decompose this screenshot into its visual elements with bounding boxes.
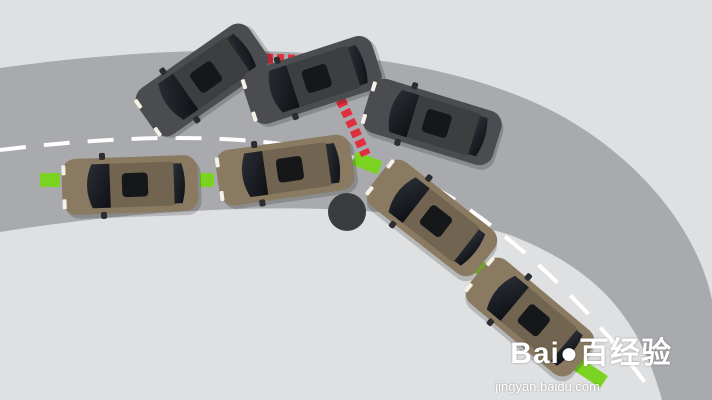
vehicle-mirror-right bbox=[486, 318, 495, 327]
vehicle-headlight-left bbox=[486, 256, 495, 267]
vehicle-headlight-left bbox=[386, 159, 395, 169]
vehicle-headlight-right bbox=[464, 282, 473, 293]
vehicle-headlight-right bbox=[62, 199, 67, 210]
vehicle-mirror-right bbox=[388, 220, 397, 229]
vehicle-stable-1 bbox=[61, 152, 202, 219]
vehicle-headlight-left bbox=[61, 165, 66, 176]
vehicle-headlight-left bbox=[134, 99, 143, 109]
vehicle-windshield bbox=[87, 163, 111, 209]
vehicle-mirror-right bbox=[193, 115, 201, 124]
vehicle-sunroof bbox=[275, 156, 304, 183]
watermark-brand: Bai●百经验 bbox=[510, 337, 672, 370]
vehicle-rear-window bbox=[454, 229, 486, 266]
vehicle-rear-window bbox=[173, 163, 185, 204]
stable-link-2 bbox=[351, 151, 383, 175]
vehicle-windshield bbox=[241, 150, 269, 198]
stable-link-4 bbox=[570, 356, 608, 388]
vehicle-windshield bbox=[268, 65, 300, 113]
unstable-link-6 bbox=[331, 87, 371, 158]
vehicle-headlight-left bbox=[370, 81, 377, 92]
vehicle-windshield bbox=[388, 89, 420, 138]
vehicle-sunroof bbox=[419, 205, 452, 237]
vehicle-rear-window bbox=[347, 44, 368, 86]
vehicle-headlight-right bbox=[219, 190, 225, 202]
vehicle-mirror-left bbox=[250, 140, 258, 149]
vehicle-headlight-right bbox=[360, 113, 368, 125]
vehicle-mirror-left bbox=[411, 82, 419, 90]
vehicle-windshield bbox=[388, 177, 430, 224]
vehicle-rear-window bbox=[226, 33, 257, 72]
vehicle-unstable-3 bbox=[360, 78, 504, 170]
vehicle-unstable-1 bbox=[134, 23, 274, 138]
vehicle-rear-window bbox=[550, 329, 583, 366]
vehicle-sunroof bbox=[421, 109, 452, 138]
vehicle-sunroof bbox=[517, 304, 550, 337]
vehicle-headlight-right bbox=[251, 111, 258, 122]
vehicle-headlight-right bbox=[153, 126, 162, 137]
vehicle-stable-3 bbox=[365, 159, 498, 282]
vehicle-stable-2 bbox=[214, 134, 358, 209]
vehicle-headlight-right bbox=[365, 185, 374, 196]
vehicle-mirror-left bbox=[524, 273, 533, 281]
vehicle-sunroof bbox=[121, 172, 149, 198]
vehicle-headlight-left bbox=[214, 157, 220, 168]
vehicle-mirror-left bbox=[159, 67, 167, 76]
pivot-icon bbox=[328, 193, 366, 231]
vehicle-unstable-2 bbox=[240, 35, 386, 127]
vehicle-sunroof bbox=[190, 61, 223, 93]
vehicle-mirror-left bbox=[98, 152, 106, 160]
vehicle-windshield bbox=[486, 275, 529, 321]
vehicle-mirror-right bbox=[292, 112, 299, 121]
vehicle-rear-window bbox=[468, 115, 488, 157]
vehicles bbox=[61, 23, 595, 382]
vehicle-windshield bbox=[158, 73, 199, 120]
vehicle-rear-window bbox=[325, 142, 341, 184]
vehicle-stable-4 bbox=[464, 256, 595, 382]
vehicle-headlight-left bbox=[240, 79, 248, 90]
vehicle-mirror-right bbox=[100, 211, 108, 219]
vehicle-mirror-left bbox=[273, 56, 281, 65]
vehicle-mirror-left bbox=[425, 174, 433, 182]
vehicle-mirror-right bbox=[259, 199, 266, 207]
vehicle-sunroof bbox=[301, 64, 332, 93]
watermark-url: jingyan.baidu.com bbox=[495, 379, 600, 394]
vehicle-mirror-right bbox=[394, 138, 401, 147]
